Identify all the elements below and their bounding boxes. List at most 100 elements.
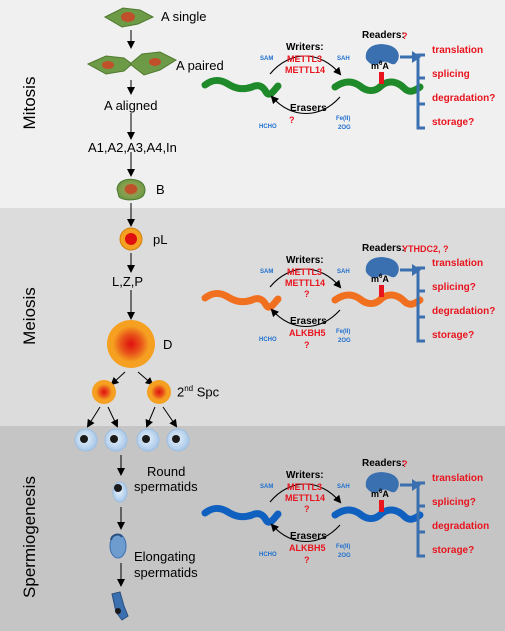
sperm-writer-3: ? xyxy=(304,504,310,514)
sperm-out-storage: storage? xyxy=(432,545,475,556)
meiosis-panel-graphics xyxy=(201,257,425,343)
sperm-readers-title: Readers: xyxy=(362,458,405,469)
mitosis-reader-protein xyxy=(365,44,399,65)
meiosis-out-degradation: degradation? xyxy=(432,306,496,317)
secondary-spc-cells xyxy=(92,380,171,404)
m6a-m: m xyxy=(371,61,380,71)
m6a-a: A xyxy=(382,274,389,284)
meiosis-out-splicing: splicing? xyxy=(432,282,476,293)
meiosis-out-storage: storage? xyxy=(432,330,475,341)
arrow-9c xyxy=(145,406,156,428)
arrow-9a xyxy=(86,406,101,428)
label-b: B xyxy=(156,182,165,197)
meiosis-sah: SAH xyxy=(337,269,350,275)
panels-graphics xyxy=(201,44,425,558)
mitosis-eraser-arc xyxy=(270,95,341,115)
sperm-out-translation: translation xyxy=(432,473,484,484)
pl-cell xyxy=(119,227,143,251)
meiosis-hcho: HCHO xyxy=(259,337,277,343)
mitosis-readers-title: Readers: xyxy=(362,30,405,41)
mitosis-bracket xyxy=(416,53,425,130)
label-a-list: A1,A2,A3,A4,In xyxy=(88,140,177,155)
label-a-aligned: A aligned xyxy=(104,98,158,113)
m6a-m: m xyxy=(371,489,380,499)
meiosis-writer-3: ? xyxy=(304,289,310,299)
d-cell xyxy=(107,320,155,368)
meiosis-bracket xyxy=(416,266,425,343)
spc-suffix: Spc xyxy=(193,384,220,400)
mitosis-panel-graphics xyxy=(201,44,425,130)
final-spermatid xyxy=(111,591,129,621)
sperm-writer-arc xyxy=(269,483,342,504)
sperm-sah: SAH xyxy=(337,484,350,490)
mitosis-out-translation: translation xyxy=(432,45,484,56)
sperm-m6a-label: m6A xyxy=(371,489,389,499)
sperm-panel-graphics xyxy=(201,472,425,558)
sperm-fe: Fe(II) xyxy=(336,544,351,550)
mitosis-rna-right xyxy=(331,78,424,95)
meiosis-fe: Fe(II) xyxy=(336,329,351,335)
b-cell xyxy=(116,178,146,201)
meiosis-eraser-arc xyxy=(270,308,341,328)
label-secondary-spc: 2nd Spc xyxy=(177,384,219,399)
meiosis-reader-protein xyxy=(365,257,399,278)
mitosis-writer-arc xyxy=(269,55,342,76)
mitosis-sah: SAH xyxy=(337,56,350,62)
mitosis-sam: SAM xyxy=(260,56,274,62)
label-elong-2: spermatids xyxy=(134,565,198,580)
label-a-paired: A paired xyxy=(176,58,224,73)
mitosis-m6a-mark xyxy=(379,72,384,84)
sperm-writer-1: METTL3 xyxy=(287,482,322,492)
spermiogenesis-band xyxy=(0,426,505,631)
mitosis-hcho: HCHO xyxy=(259,124,277,130)
sperm-rna-left xyxy=(201,504,282,526)
sperm-reader-value: ? xyxy=(402,459,408,469)
meiosis-eraser-1: ALKBH5 xyxy=(289,328,326,338)
meiosis-reader-value: YTHDC2, ? xyxy=(402,244,449,254)
mitosis-og: 2OG xyxy=(338,125,351,131)
m6a-a: A xyxy=(382,61,389,71)
mitosis-writer-2: METTL14 xyxy=(285,65,326,75)
phase-meiosis: Meiosis xyxy=(20,287,39,345)
a-paired-cells xyxy=(86,51,178,76)
label-round-2: spermatids xyxy=(134,479,198,494)
a-single-cell xyxy=(103,7,155,28)
spc-prefix: 2 xyxy=(177,384,185,400)
label-pl: pL xyxy=(153,232,168,247)
spc-sup: nd xyxy=(184,384,194,393)
mitosis-writer-1: METTL3 xyxy=(287,54,322,64)
label-round-1: Round xyxy=(147,464,186,479)
sperm-sam: SAM xyxy=(260,484,274,490)
sperm-eraser-arc xyxy=(270,523,341,543)
meiosis-writer-1: METTL3 xyxy=(287,267,322,277)
m6a-m: m xyxy=(371,274,380,284)
meiosis-m6a-mark xyxy=(379,285,384,297)
arrow-9b xyxy=(107,406,119,428)
m6a-sup: 6 xyxy=(379,274,383,280)
sperm-eraser-2: ? xyxy=(304,555,310,565)
mitosis-out-storage: storage? xyxy=(432,117,475,128)
arrow-8a xyxy=(110,371,126,386)
mitosis-out-splicing: splicing xyxy=(432,69,470,80)
sperm-erasers-title: Erasers xyxy=(290,531,327,542)
sperm-bracket xyxy=(416,481,425,558)
meiosis-writer-2: METTL14 xyxy=(285,278,326,288)
label-a-single: A single xyxy=(161,9,207,24)
sperm-out-degradation: degradation xyxy=(432,521,490,532)
meiosis-rna-right xyxy=(331,291,424,308)
mitosis-fe: Fe(II) xyxy=(336,116,351,122)
meiosis-readers-title: Readers: xyxy=(362,243,405,254)
sperm-m6a-mark xyxy=(379,500,384,512)
sperm-out-splicing: splicing? xyxy=(432,497,476,508)
sperm-og: 2OG xyxy=(338,553,351,559)
sperm-writer-2: METTL14 xyxy=(285,493,326,503)
meiosis-out-translation: translation xyxy=(432,258,484,269)
phase-mitosis: Mitosis xyxy=(20,76,39,130)
meiosis-og: 2OG xyxy=(338,338,351,344)
m6a-sup: 6 xyxy=(379,489,383,495)
mitosis-m6a-label: m6A xyxy=(371,61,389,71)
sperm-hcho: HCHO xyxy=(259,552,277,558)
sperm-reader-protein xyxy=(365,472,399,493)
lineage-arrows xyxy=(86,30,178,587)
